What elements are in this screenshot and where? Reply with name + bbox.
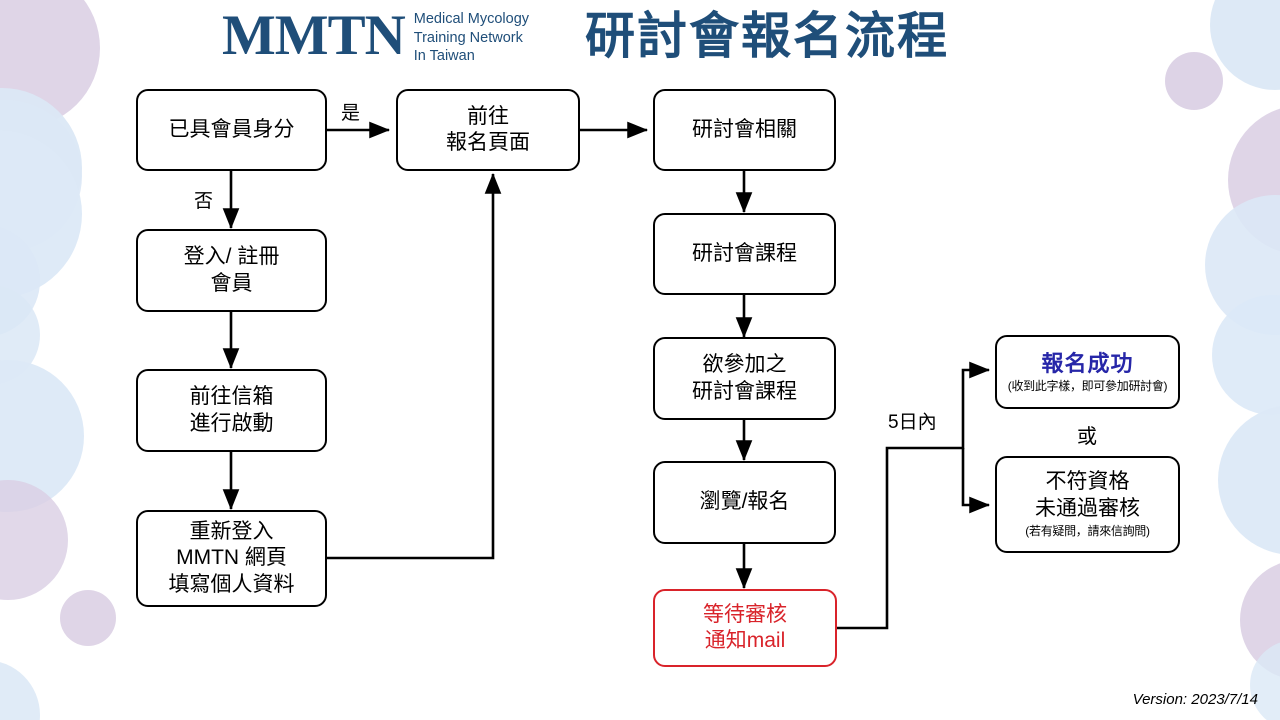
node-member-check-line-1: 已具會員身分 — [168, 117, 295, 141]
edge-label-no: 否 — [194, 191, 214, 212]
bg-circle-blue-left-lower2 — [0, 285, 40, 385]
node-relogin-profile-line-2: MMTN 網頁 — [176, 546, 287, 570]
bg-circle-blue-left-mid — [0, 100, 82, 252]
node-seminar-related[interactable]: 研討會相關 — [653, 89, 836, 171]
node-signup-success-title: 報名成功 — [1041, 350, 1134, 376]
node-mailbox-activate[interactable]: 前往信箱 進行啟動 — [136, 369, 327, 452]
node-login-register-line-2: 會員 — [210, 271, 253, 295]
logo-tagline-line-1: Medical Mycology — [413, 11, 530, 27]
bg-circle-blue-left-big — [0, 360, 84, 512]
node-not-qualified-line-2: 未通過審核 — [1035, 496, 1140, 520]
node-relogin-profile-line-1: 重新登入 — [189, 519, 274, 543]
node-seminar-course-line-1: 研討會課程 — [692, 241, 797, 265]
bg-circle-blue-right-mid — [1205, 195, 1280, 335]
bg-circle-blue-left-upper — [0, 88, 82, 248]
node-signup-success[interactable]: 報名成功 (收到此字樣，即可參加研討會) — [995, 335, 1180, 409]
logo-tagline-line-3: In Taiwan — [413, 48, 475, 65]
page-title: 研討會報名流程 — [585, 8, 949, 64]
bg-circle-purple-right-bottom — [1240, 560, 1280, 680]
bg-circle-blue-right-bottom — [1250, 640, 1280, 720]
node-browse-signup-line-1: 瀏覽/報名 — [699, 490, 790, 514]
node-go-signup-page-line-1: 前往 — [467, 104, 509, 128]
node-await-review[interactable]: 等待審核 通知mail — [653, 589, 837, 667]
bg-circle-blue-right-top — [1210, 0, 1280, 90]
logo-wordmark: MMTN — [222, 4, 406, 68]
edge-relogin-loop-to-signup — [327, 172, 502, 560]
node-relogin-profile[interactable]: 重新登入 MMTN 網頁 填寫個人資料 — [136, 510, 327, 607]
node-relogin-profile-line-3: 填寫個人資料 — [168, 572, 295, 596]
node-desired-course-line-2: 研討會課程 — [692, 379, 797, 403]
bg-circle-purple-left-mid — [0, 480, 68, 600]
node-await-review-line-1: 等待審核 — [703, 602, 787, 626]
node-await-review-line-2: 通知mail — [704, 629, 786, 652]
bg-circle-blue-left-bottom — [0, 660, 40, 720]
node-mailbox-activate-line-2: 進行啟動 — [189, 411, 274, 435]
mmtn-logo: MMTN Medical Mycology Training Network I… — [222, 6, 529, 66]
node-login-register[interactable]: 登入/ 註冊 會員 — [136, 229, 327, 312]
edge-await-to-reject — [961, 448, 991, 514]
node-seminar-related-line-1: 研討會相關 — [692, 117, 797, 141]
node-go-signup-page-line-2: 報名頁面 — [446, 131, 530, 154]
node-member-check[interactable]: 已具會員身分 — [136, 89, 327, 171]
node-not-qualified-note: (若有疑問，請來信詢問) — [1025, 524, 1150, 539]
node-seminar-course[interactable]: 研討會課程 — [653, 213, 836, 295]
edge-label-within-5-days: 5日內 — [888, 412, 937, 433]
node-mailbox-activate-line-1: 前往信箱 — [189, 385, 274, 409]
node-signup-success-note: (收到此字樣，即可參加研討會) — [1007, 379, 1168, 394]
logo-tagline: Medical Mycology Training Network In Tai… — [414, 10, 529, 66]
bg-circle-blue-left-lower — [0, 225, 40, 337]
bg-circle-blue-right-lower — [1218, 405, 1280, 555]
bg-circle-purple-right-large — [1228, 105, 1280, 255]
bg-circle-blue-right-big — [1212, 295, 1280, 415]
version-label: Version: 2023/7/14 — [1132, 691, 1258, 708]
node-desired-course-line-1: 欲參加之 — [702, 353, 787, 377]
node-desired-course[interactable]: 欲參加之 研討會課程 — [653, 337, 836, 420]
node-go-signup-page[interactable]: 前往 報名頁面 — [396, 89, 580, 171]
edge-label-yes: 是 — [341, 103, 361, 124]
edge-label-or: 或 — [1077, 426, 1097, 448]
bg-circle-purple-left-dot — [60, 590, 116, 646]
node-browse-signup[interactable]: 瀏覽/報名 — [653, 461, 836, 544]
logo-tagline-line-2: Training Network — [413, 29, 523, 46]
bg-circle-purple-right-dot — [1165, 52, 1223, 110]
node-not-qualified[interactable]: 不符資格 未通過審核 (若有疑問，請來信詢問) — [995, 456, 1180, 553]
node-not-qualified-line-1: 不符資格 — [1045, 470, 1130, 494]
bg-circle-blue-left-large — [0, 130, 82, 298]
bg-circle-purple-left-top — [0, 0, 100, 128]
node-login-register-line-1: 登入/ 註冊 — [183, 245, 280, 269]
